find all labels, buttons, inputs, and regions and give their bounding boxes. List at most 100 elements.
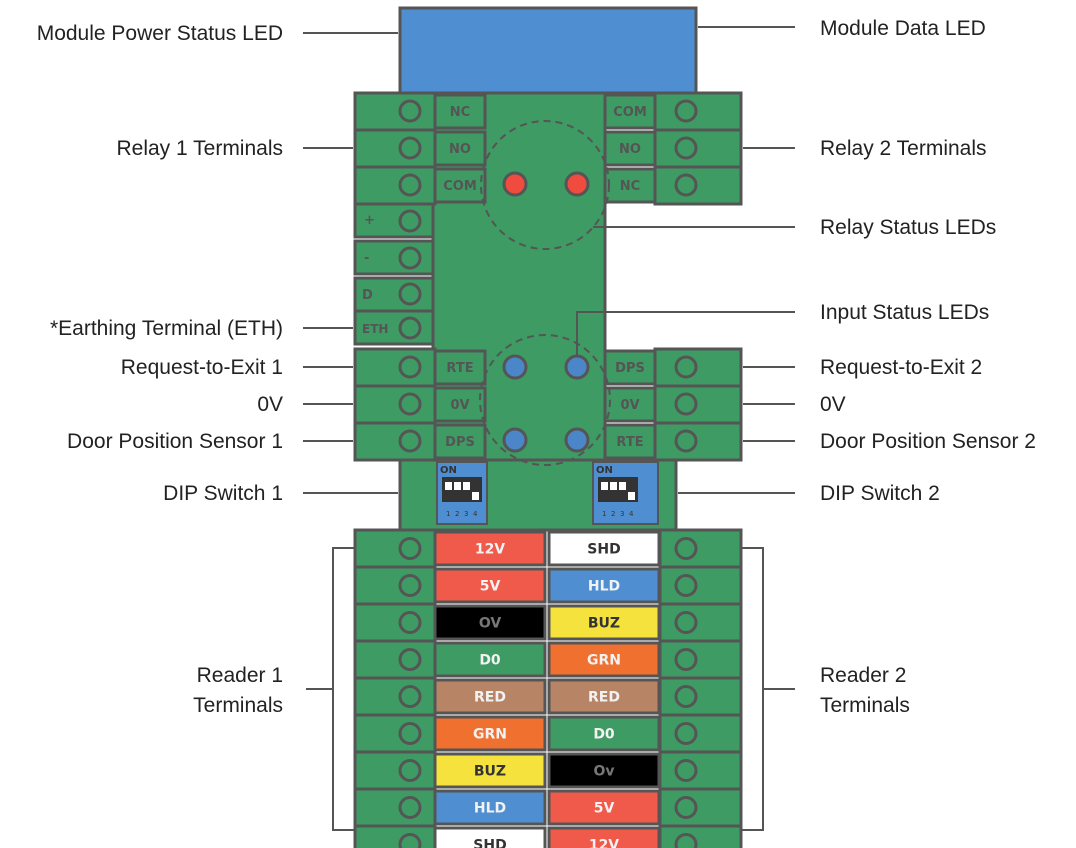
screw-icon — [674, 99, 698, 123]
reader1-wire-swatch — [433, 826, 547, 848]
aux-terminal-block: + - D ETH — [353, 202, 435, 346]
reader1-wire-label: SHD — [473, 838, 506, 848]
relay2-label-nc: NC — [620, 179, 640, 194]
reader1-terminal — [353, 787, 437, 828]
reader1-wire-swatch — [433, 789, 547, 826]
screw-icon — [398, 392, 422, 416]
reader1-wire-label: GRN — [473, 727, 507, 743]
dip2-on-label: ON — [596, 465, 613, 476]
dip1-number-3: 3 — [464, 510, 468, 518]
relay2-status-led-icon — [564, 171, 590, 197]
reader2-terminal — [658, 602, 743, 643]
reader2-wire-swatch — [547, 641, 661, 678]
door-position-sensor-2-label: Door Position Sensor 2 — [820, 430, 1036, 453]
input1-label-0v: 0V — [450, 398, 469, 413]
relay2-label-com: COM — [613, 105, 647, 120]
reader1-wire-swatch — [433, 530, 547, 567]
reader2-wire-label: D0 — [593, 727, 615, 743]
reader1-wire-swatch — [433, 641, 547, 678]
module-data-led-label: Module Data LED — [820, 17, 986, 40]
screw-icon — [674, 173, 698, 197]
screw-icon — [398, 833, 422, 848]
screw-icon — [674, 574, 698, 597]
dip2-toggle-1[interactable] — [601, 482, 608, 490]
reader1-terminal — [353, 713, 437, 754]
screw-icon — [398, 574, 422, 597]
input1-label-dps: DPS — [445, 435, 475, 450]
input-status-led-icon — [502, 427, 528, 453]
screw-icon — [674, 136, 698, 160]
reader2-wire-swatch — [547, 826, 661, 848]
screw-icon — [674, 833, 698, 848]
reader2-wire-label: GRN — [587, 653, 621, 669]
screw-icon — [398, 355, 422, 379]
reader2-terminal — [658, 565, 743, 606]
dip1-number-4: 4 — [473, 510, 478, 518]
reader1-wire-label: D0 — [479, 653, 501, 669]
screw-icon — [674, 537, 698, 560]
door-position-sensor-1-label: Door Position Sensor 1 — [67, 430, 283, 453]
reader2-terminal — [658, 824, 743, 848]
screw-icon — [674, 648, 698, 671]
relay1-label-com: COM — [443, 179, 477, 194]
dip1-on-label: ON — [440, 465, 457, 476]
reader2-wire-label: SHD — [587, 542, 620, 558]
reader2-wire-label: HLD — [588, 579, 620, 595]
screw-icon — [398, 136, 422, 160]
relay-status-leds-label: Relay Status LEDs — [820, 216, 996, 239]
reader2-wire-swatch — [547, 752, 661, 789]
screw-icon — [398, 316, 422, 340]
dip1-toggle-3[interactable] — [463, 482, 470, 490]
callout-lines — [303, 26, 795, 494]
reader2-wire-label: 12V — [589, 838, 619, 848]
reader2-terminal — [658, 713, 743, 754]
reader1-terminal — [353, 528, 437, 569]
input1-label-rte: RTE — [446, 361, 473, 376]
relay2-terminals-label: Relay 2 Terminals — [820, 137, 987, 160]
input-status-leds-label: Input Status LEDs — [820, 301, 989, 324]
dip-switch-2-label: DIP Switch 2 — [820, 482, 940, 505]
screw-icon — [398, 429, 422, 453]
screw-icon — [674, 611, 698, 634]
dip-switch-2[interactable]: ON 1 2 3 4 — [592, 461, 659, 525]
screw-icon — [398, 611, 422, 634]
relay1-label-no: NO — [449, 142, 471, 157]
left-callouts: Module Power Status LED Relay 1 Terminal… — [37, 22, 283, 717]
reader1-wire-label: BUZ — [474, 764, 506, 780]
dip1-toggle-2[interactable] — [454, 482, 461, 490]
dip1-toggle-1[interactable] — [445, 482, 452, 490]
reader1-terminals-label-line1: Reader 1 — [197, 664, 283, 687]
relay1-terminal-block: NC NO COM — [353, 91, 487, 206]
screw-icon — [674, 722, 698, 745]
input-status-led-icon — [564, 354, 590, 380]
dip2-toggle-3[interactable] — [619, 482, 626, 490]
dip2-number-4: 4 — [629, 510, 634, 518]
input-status-led-icon — [564, 427, 590, 453]
input1-terminal-block: RTE 0V DPS — [353, 347, 487, 462]
dip2-toggle-4[interactable] — [628, 492, 635, 500]
relay-status-led-zone — [480, 120, 610, 250]
screw-icon — [674, 429, 698, 453]
reader1-wire-label: 12V — [475, 542, 505, 558]
reader1-wire-label: RED — [474, 690, 506, 706]
screw-icon — [674, 355, 698, 379]
reader2-bracket — [741, 547, 795, 831]
screw-icon — [398, 246, 422, 270]
reader2-wire-label: 5V — [594, 801, 615, 817]
reader1-terminal — [353, 565, 437, 606]
screw-icon — [398, 796, 422, 819]
reader2-terminal — [658, 787, 743, 828]
dip2-toggle-2[interactable] — [610, 482, 617, 490]
reader1-terminal — [353, 602, 437, 643]
dip-switch-1[interactable]: ON 1 2 3 4 — [436, 461, 488, 525]
zero-v-right-label: 0V — [820, 393, 846, 416]
reader1-wire-label: 5V — [480, 579, 501, 595]
reader2-terminals-label-line1: Reader 2 — [820, 664, 906, 687]
dip1-toggle-4[interactable] — [472, 492, 479, 500]
reader1-wire-swatch — [433, 604, 547, 641]
earthing-terminal-label: *Earthing Terminal (ETH) — [50, 317, 283, 340]
screw-icon — [398, 173, 422, 197]
reader1-wire-swatch — [433, 678, 547, 715]
reader2-terminal — [658, 639, 743, 680]
